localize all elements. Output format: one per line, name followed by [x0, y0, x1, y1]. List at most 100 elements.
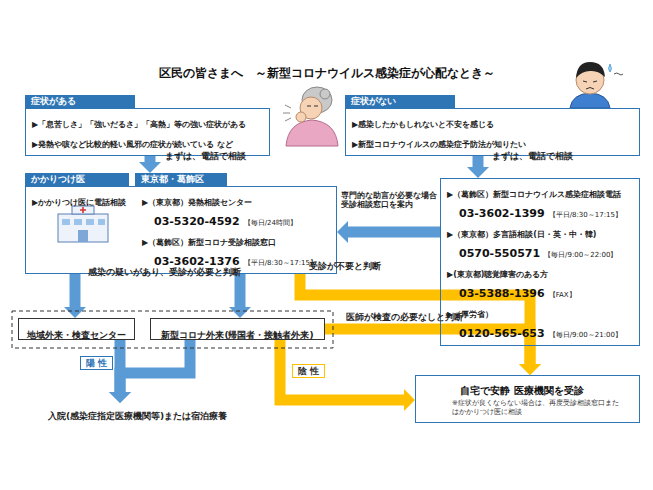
- box-text: 新型コロナ外来(帰国者・接触者外来): [161, 330, 313, 340]
- box-body: ▶感染したかもしれないと不安を感じる▶新型コロナウイルスの感染症予防法が知りたい: [345, 108, 640, 156]
- box-text: ▶（葛飾区）新型コロナウイルス感染症相談電話: [447, 190, 621, 199]
- box-text: かかりつけ医: [31, 174, 85, 184]
- window: [62, 219, 70, 225]
- arrowhead: [139, 162, 161, 173]
- arrowhead: [519, 364, 541, 375]
- arrow-label: まずは、電話で相談: [165, 152, 246, 162]
- box-text: 医療機関を受診: [514, 385, 584, 396]
- text-row: 03-3602-1376 【平日/8:30～17:15】: [142, 250, 317, 270]
- text-row: ※症状が良くならない場合は、再度受診相談窓口またはかかりつけ医に相談: [422, 399, 622, 419]
- sweat-drop: [609, 64, 612, 72]
- flow-arrow: [139, 156, 161, 173]
- heading-band: 東京都・葛飾区: [135, 173, 227, 186]
- arrow-label: まずは、電話で相談: [492, 152, 573, 162]
- text-row: 新型コロナ外来(帰国者・接触者外来): [161, 323, 313, 343]
- hand: [296, 112, 306, 122]
- text-column: 自宅で安静医療機関を受診※症状が良くならない場合は、再度受診相談窓口またはかかり…: [422, 379, 622, 419]
- flow-box: 新型コロナ外来(帰国者・接触者外来): [150, 318, 325, 340]
- box-text: 地域外来・検査センター: [27, 330, 126, 340]
- arrow-label: 受診が不要と判断: [309, 262, 381, 272]
- box-text: 【平日/8:30～17:15】: [244, 259, 317, 267]
- box-text: 【平日/8:30～17:15】: [549, 211, 622, 219]
- text-row: 入院(感染症指定医療機関等)または宿泊療養: [48, 404, 227, 424]
- text-column: ▶かかりつけ医に電話相談: [32, 190, 142, 270]
- flow-arrow: [337, 221, 440, 243]
- arrow-shaft: [70, 274, 81, 308]
- worried-boy-figure: [570, 62, 623, 108]
- arrowhead: [229, 307, 251, 318]
- text-column: ▶感染したかもしれないと不安を感じる▶新型コロナウイルスの感染症予防法が知りたい: [352, 112, 526, 152]
- text-column: 入院(感染症指定医療機関等)または宿泊療養: [48, 404, 227, 424]
- shirt: [570, 93, 610, 108]
- flow-box: 入院(感染症指定医療機関等)または宿泊療養: [46, 403, 229, 425]
- text-row: ▶発熱や咳など比較的軽い風邪の症状が続いている など: [32, 132, 246, 152]
- text-row: ▶（葛飾区）新型コロナウイルス感染症相談電話: [447, 182, 622, 202]
- flow-box: 症状がある ▶「息苦しさ」「強いだるさ」「高熱」等の強い症状がある ▶発熱や咳など比…: [25, 95, 270, 156]
- box-body: 自宅で安静医療機関を受診※症状が良くならない場合は、再度受診相談窓口またはかかり…: [415, 375, 640, 423]
- box-body: ▶（葛飾区）新型コロナウイルス感染症相談電話 03-3602-1399 【平日/8:…: [440, 178, 640, 346]
- box-text: 症状がない: [351, 96, 396, 106]
- arrow-shaft: [280, 340, 405, 400]
- flow-box: 地域外来・検査センター: [18, 318, 135, 340]
- arrowhead: [337, 221, 348, 243]
- flow-box: 症状がない ▶感染したかもしれないと不安を感じる▶新型コロナウイルスの感染症予防法…: [345, 95, 640, 156]
- flow-box: ▶（葛飾区）新型コロナウイルス感染症相談電話 03-3602-1399 【平日/8:…: [440, 178, 640, 346]
- arrow-label: 専門的な助言が必要な場合 受診相談窓口を案内: [341, 192, 438, 209]
- heading-band: 症状がない: [345, 95, 455, 108]
- text-row: 自宅で安静医療機関を受診: [422, 379, 622, 399]
- box-text: 03-5388-1396: [459, 287, 545, 300]
- elderly-coughing-figure: [283, 87, 338, 146]
- worried-face: [583, 81, 597, 89]
- box-body: ▶「息苦しさ」「強いだるさ」「高熱」等の強い症状がある ▶発熱や咳など比較的軽い風…: [25, 108, 270, 156]
- worry-mark: [614, 73, 623, 75]
- box-text: 症状がある: [31, 96, 76, 106]
- window: [74, 219, 82, 225]
- text-row: ▶(東京都)聴覚障害のある方: [447, 262, 622, 282]
- arrowhead: [404, 389, 415, 411]
- sweater: [286, 120, 338, 146]
- box-text: 【FAX】: [549, 291, 576, 299]
- text-row: ▶（葛飾区）新型コロナ受診相談窓口: [142, 230, 317, 250]
- box-body: 入院(感染症指定医療機関等)または宿泊療養: [46, 403, 229, 425]
- hair-bun: [320, 89, 330, 99]
- text-row: ▶（東京都）多言語相談(日・英・中・韓): [447, 222, 622, 242]
- box-text: 入院(感染症指定医療機関等)または宿泊療養: [48, 411, 227, 421]
- box-text: ▶（葛飾区）新型コロナ受診相談窓口: [142, 238, 276, 247]
- box-text: 【毎日/9:00～21:00】: [549, 331, 622, 339]
- diagram-title: 区民の皆さまへ ～新型コロナウイルス感染症が心配なとき～: [0, 65, 653, 82]
- box-text: ▶新型コロナウイルスの感染症予防法が知りたい: [352, 140, 526, 149]
- arrowhead: [109, 392, 131, 403]
- flow-arrow: [280, 340, 415, 411]
- box-body: ▶かかりつけ医に電話相談▶（東京都）発熱相談センター03-5320-4592【毎…: [25, 186, 337, 274]
- hospital-icon: [58, 206, 108, 242]
- box-text: ▶「息苦しさ」「強いだるさ」「高熱」等の強い症状がある: [32, 120, 246, 129]
- arrow-label: 感染の疑いがあり、受診が必要と判断: [88, 268, 241, 278]
- arrow-label: 陰 性: [292, 364, 325, 378]
- box-text: ※症状が良くならない場合は、再度受診相談窓口またはかかりつけ医に相談: [452, 399, 622, 417]
- text-row: ▶かかりつけ医に電話相談: [32, 190, 142, 210]
- text-column: 新型コロナ外来(帰国者・接触者外来): [161, 323, 313, 335]
- text-row: ▶（厚労省）: [447, 302, 622, 322]
- text-row: ▶（東京都）発熱相談センター: [142, 190, 317, 210]
- arrow-shaft: [145, 156, 156, 163]
- text-row: 0570-550571【毎日/9:00～22:00】: [447, 242, 622, 262]
- building: [58, 214, 108, 242]
- box-text: 0120-565-653: [459, 327, 545, 340]
- text-row: 0120-565-653 【毎日/9:00～21:00】: [447, 322, 622, 342]
- box-text: 自宅で安静: [460, 385, 510, 396]
- box-body: 新型コロナ外来(帰国者・接触者外来): [150, 318, 325, 340]
- box-text: 03-3602-1376: [154, 255, 240, 268]
- box-text: 03-3602-1399: [459, 207, 545, 220]
- flow-box: かかりつけ医 東京都・葛飾区 ▶かかりつけ医に電話相談▶（東京都）発熱相談センター 0…: [25, 173, 337, 274]
- box-text: 03-5320-4592: [154, 215, 240, 228]
- flow-arrow: [109, 340, 190, 403]
- text-row: ▶「息苦しさ」「強いだるさ」「高熱」等の強い症状がある: [32, 112, 246, 132]
- cough-marks: [283, 105, 291, 121]
- heading-band: 症状がある: [25, 95, 135, 108]
- flow-arrow: [467, 156, 489, 178]
- hair: [576, 62, 605, 78]
- window: [98, 219, 105, 225]
- box-text: 【毎日/9:00～22:00】: [544, 251, 617, 259]
- text-column: 地域外来・検査センター: [27, 323, 126, 335]
- box-text: ▶（東京都）発熱相談センター: [142, 198, 252, 207]
